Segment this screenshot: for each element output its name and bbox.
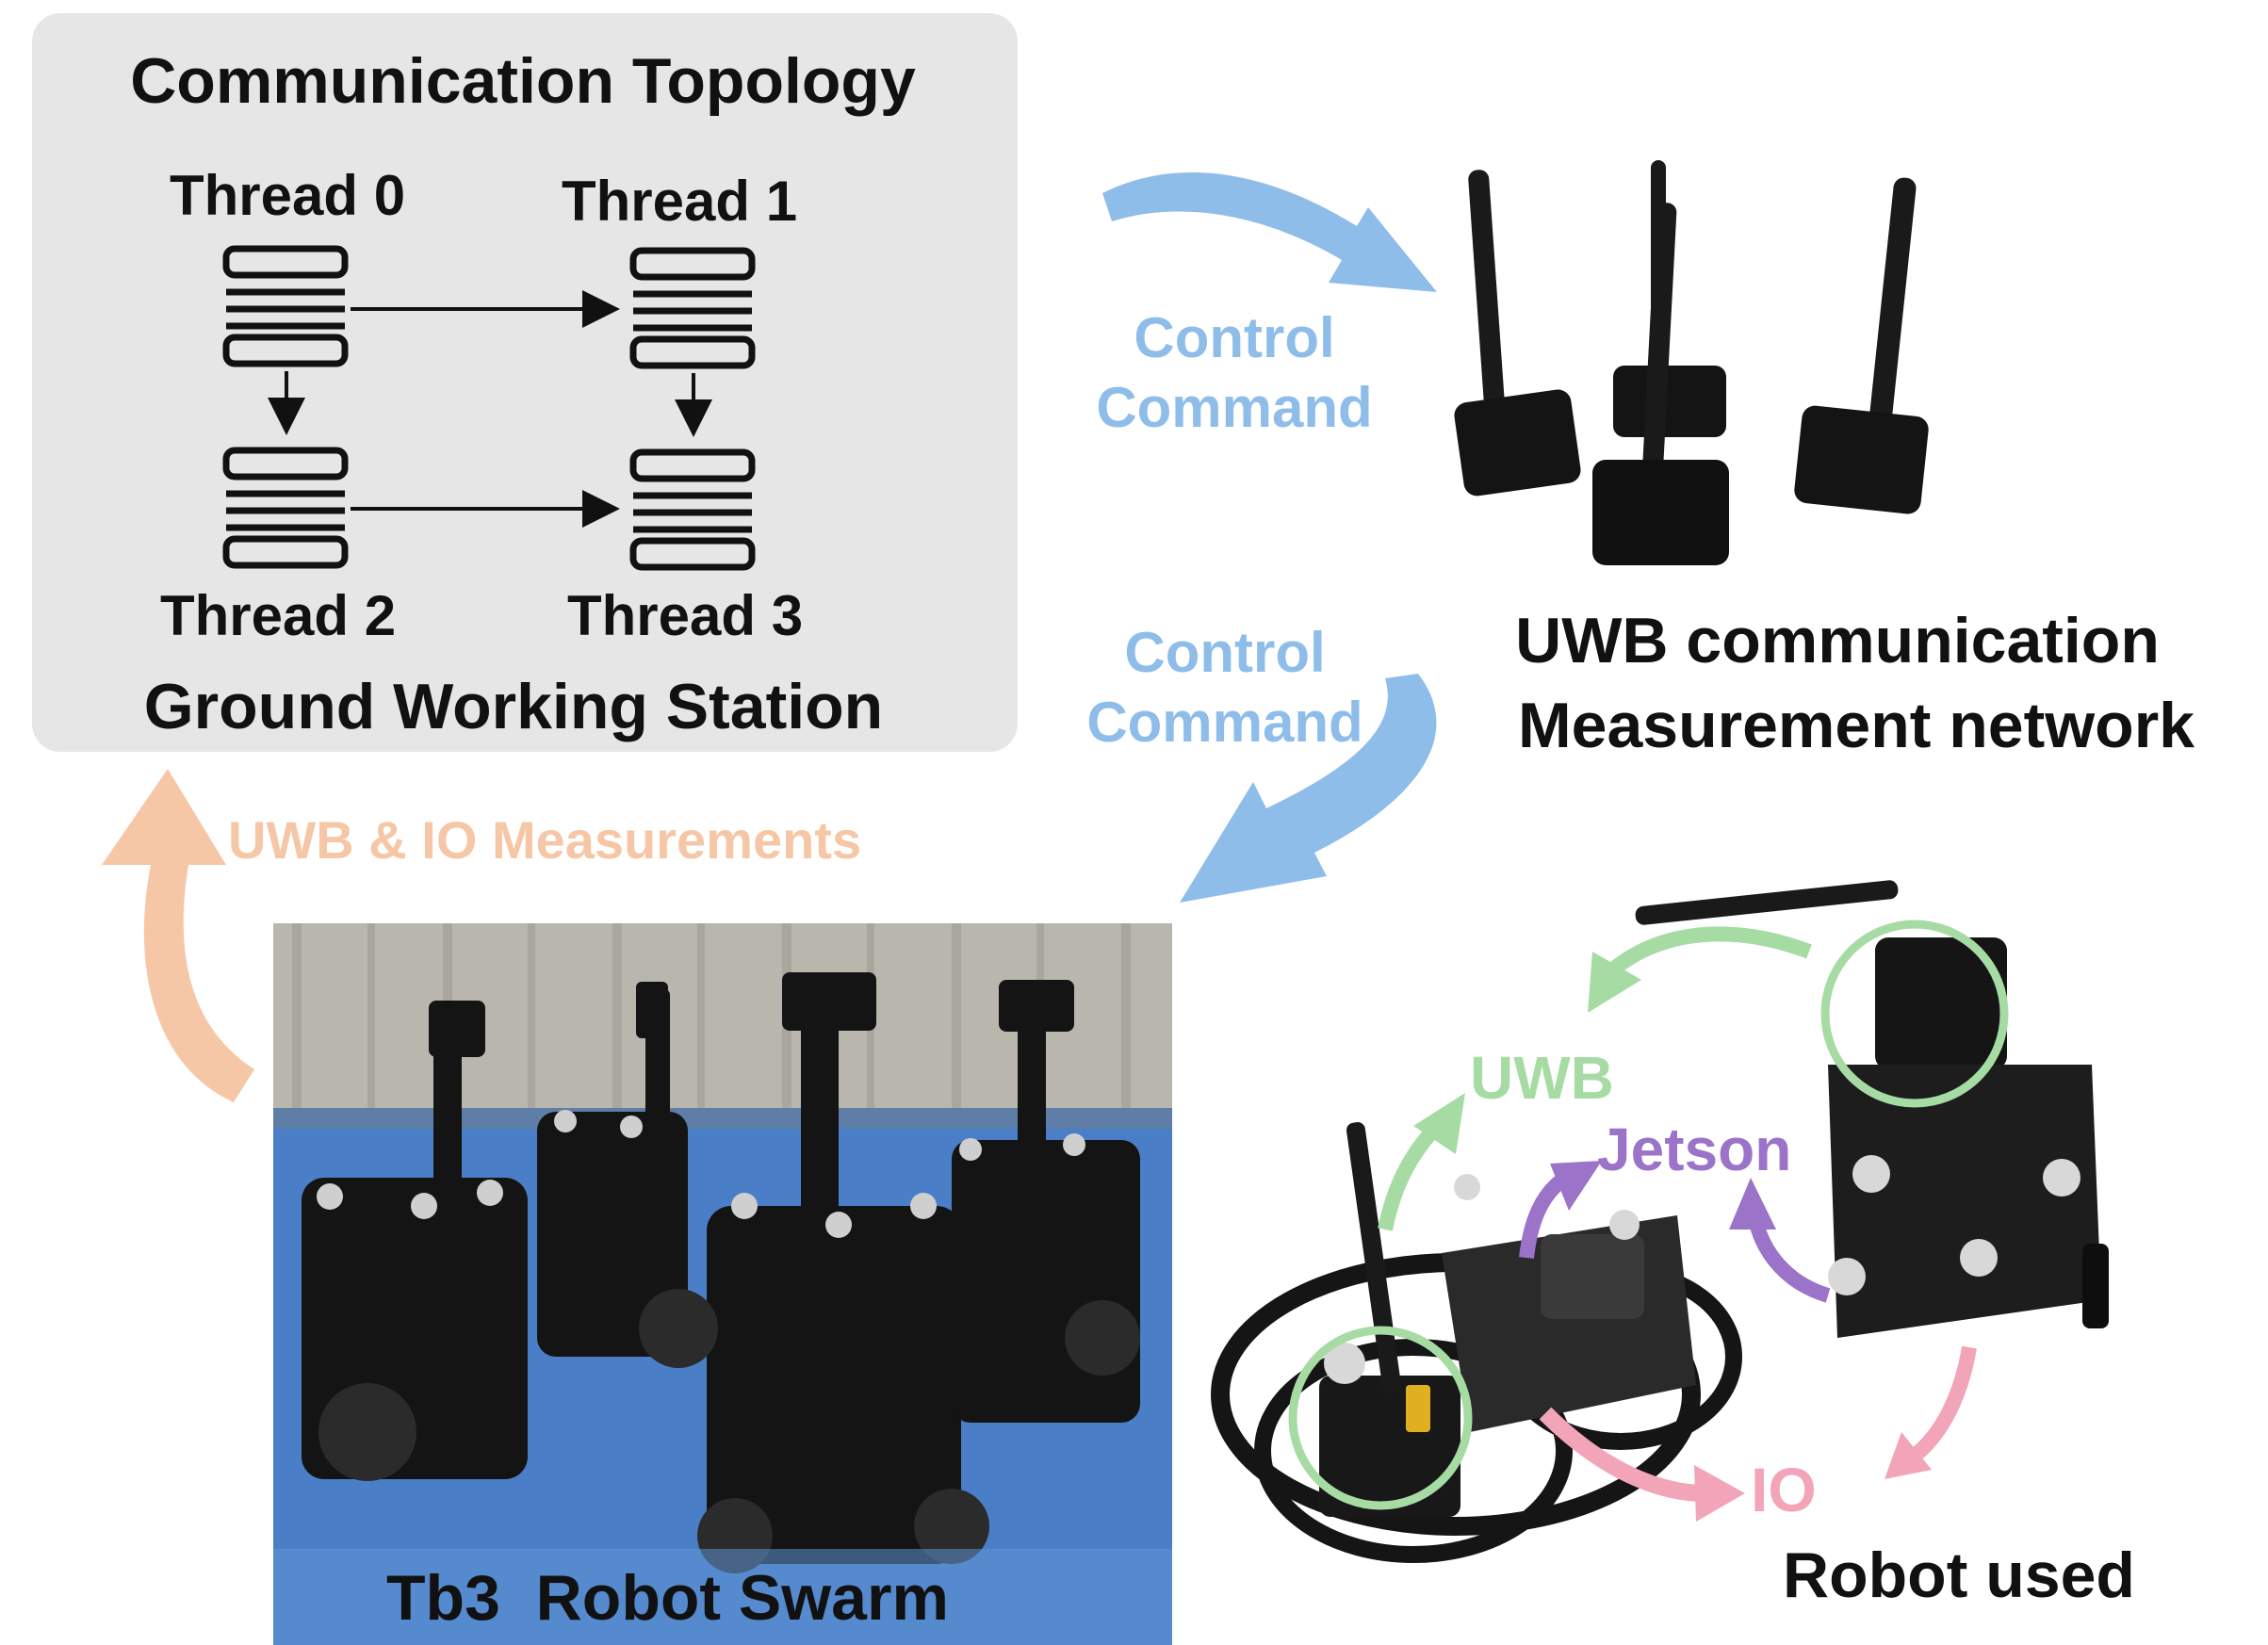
jetson-label: Jetson [1597,1116,1792,1183]
robot-swarm-caption: Tb3 Robot Swarm [386,1562,949,1634]
robot-used-image [1211,880,2109,1563]
io-label: IO [1751,1455,1817,1524]
uwb-network-label-line1: UWB communication [1515,605,2160,676]
uwb-highlight-circle-rover [1820,920,2009,1108]
thread-2-stack [222,447,349,569]
uwb-module-4 [1794,177,1929,514]
ground-station-panel [32,13,1018,752]
uwb-label: UWB [1470,1044,1614,1112]
control-arrow-top [1102,171,1437,292]
uwb-module-1 [1454,170,1581,497]
measurement-arrow [102,769,254,1102]
topology-title: Communication Topology [130,45,916,117]
control-arrow-mid [1180,674,1437,903]
robot-swarm-photo [273,923,1172,1645]
uwb-network-image [1454,160,1929,565]
io-arrow-rover [1903,1345,1977,1467]
thread-1-label: Thread 1 [562,170,798,233]
thread-0-stack [222,245,349,367]
thread-2-label: Thread 2 [160,584,397,647]
io-arrow-drone [1539,1407,1706,1502]
uwb-io-measurements-label: UWB & IO Measurements [228,810,862,870]
uwb-module-3 [1592,203,1729,565]
thread-1-stack [629,247,756,369]
thread-0-label: Thread 0 [170,164,406,227]
uwb-arrow-rover [1601,926,1812,981]
uwb-network-label-line2: Measurement network [1518,690,2195,761]
thread-3-stack [629,448,756,571]
uwb-highlight-circle-drone [1288,1326,1473,1510]
robot-used-caption: Robot used [1783,1539,2135,1611]
control-command-mid-label: Control Command [1086,621,1363,754]
ground-station-label: Ground Working Station [143,671,884,742]
control-command-top-label: Control Command [1096,306,1373,439]
thread-3-label: Thread 3 [567,584,804,647]
